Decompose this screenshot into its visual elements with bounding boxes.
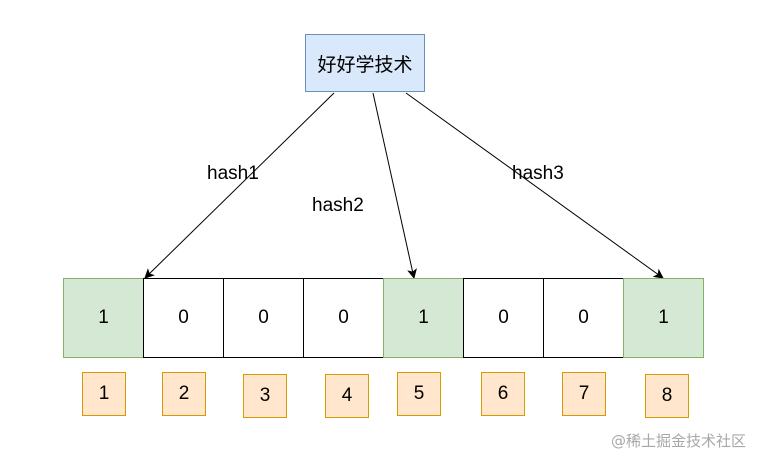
bit-value: 0 bbox=[578, 307, 589, 328]
bit-value: 1 bbox=[98, 307, 109, 328]
bit-cell-8: 1 bbox=[623, 278, 704, 358]
index-box-2: 2 bbox=[162, 372, 206, 416]
bit-value: 0 bbox=[178, 307, 189, 328]
index-box-8: 8 bbox=[645, 374, 689, 418]
bit-cell-4: 0 bbox=[303, 278, 384, 358]
hash3-label: hash3 bbox=[512, 163, 564, 184]
index-box-1: 1 bbox=[82, 372, 126, 416]
bit-cell-7: 0 bbox=[543, 278, 624, 358]
bit-cell-2: 0 bbox=[143, 278, 224, 358]
watermark: @稀土掘金技术社区 bbox=[610, 432, 746, 450]
index-box-3: 3 bbox=[243, 374, 287, 418]
source-element-label: 好好学技术 bbox=[317, 53, 413, 76]
bit-value: 1 bbox=[418, 307, 429, 328]
bit-cell-5: 1 bbox=[383, 278, 464, 358]
index-box-4: 4 bbox=[325, 374, 369, 418]
hash1-label: hash1 bbox=[207, 163, 259, 184]
bit-cell-6: 0 bbox=[463, 278, 544, 358]
bit-cell-1: 1 bbox=[63, 278, 144, 358]
hash2-label: hash2 bbox=[312, 195, 364, 216]
bit-value: 0 bbox=[258, 307, 269, 328]
bit-value: 0 bbox=[498, 307, 509, 328]
bit-value: 1 bbox=[658, 307, 669, 328]
source-element-box: 好好学技术 bbox=[305, 34, 425, 92]
bit-value: 0 bbox=[338, 307, 349, 328]
hash1-arrow bbox=[144, 92, 335, 279]
index-box-6: 6 bbox=[481, 372, 525, 416]
hash2-arrow bbox=[372, 92, 417, 279]
hash3-arrow bbox=[405, 92, 664, 279]
index-box-5: 5 bbox=[397, 372, 441, 416]
index-box-7: 7 bbox=[562, 372, 606, 416]
bit-cell-3: 0 bbox=[223, 278, 304, 358]
